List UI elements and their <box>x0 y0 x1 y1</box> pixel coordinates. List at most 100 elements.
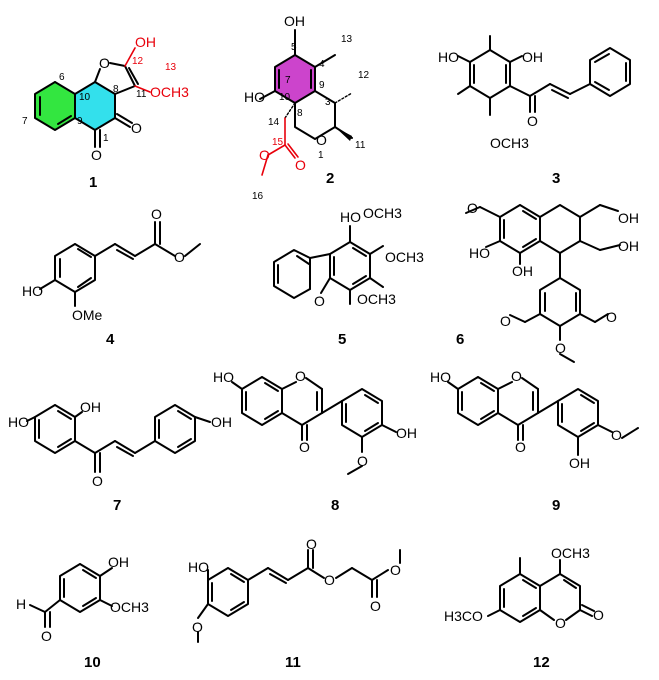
c3-oh: OH <box>522 49 543 65</box>
c10-aldehyde-h: H <box>16 596 26 612</box>
compound-8: HO O O OH O 8 <box>213 368 417 514</box>
c8-ho: HO <box>213 369 234 385</box>
c2-num-1: 1 <box>318 150 324 161</box>
c1-ketone-o1: O <box>91 147 102 163</box>
compound-id-8: 8 <box>331 497 339 514</box>
c2-ester-o1: O <box>259 147 270 163</box>
compound-id-6: 6 <box>456 331 464 348</box>
compound-id-10: 10 <box>84 654 101 671</box>
c11-carbonyl-o2: O <box>370 598 381 614</box>
compound-id-2: 2 <box>326 170 334 187</box>
compound-id-1: 1 <box>89 174 97 191</box>
c6-o-right: O <box>606 309 617 325</box>
c5-ho: HO <box>340 209 361 225</box>
compound-2: OH HO O O O 5 13 4 12 9 3 7 10 8 14 1 11… <box>244 13 370 202</box>
c5-och3-3: OCH3 <box>357 291 396 307</box>
c7-oh-1: OH <box>80 399 101 415</box>
c11-methoxy-o: O <box>192 619 203 635</box>
c2-num-4: 4 <box>319 59 325 70</box>
c2-num-8: 8 <box>297 108 303 119</box>
c5-och3-1: OCH3 <box>363 205 402 221</box>
c3-ho: HO <box>438 49 459 65</box>
c10-aldehyde-o: O <box>41 628 52 644</box>
c6-o-bottom: O <box>555 340 566 356</box>
c2-num-16: 16 <box>252 191 264 202</box>
c2-num-9: 9 <box>319 80 325 91</box>
c2-num-13: 13 <box>341 34 353 45</box>
compound-id-11: 11 <box>285 654 301 671</box>
compound-id-12: 12 <box>533 654 550 671</box>
c8-ring-o: O <box>295 368 306 384</box>
c10-och3: OCH3 <box>110 599 149 615</box>
compound-10: OH H OCH3 O 10 <box>16 554 149 671</box>
c1-num-9: 9 <box>77 116 83 127</box>
c9-oh: OH <box>569 455 590 471</box>
c2-ho-left: HO <box>244 89 265 105</box>
c1-ketone-o2: O <box>131 120 142 136</box>
c10-oh: OH <box>108 554 129 570</box>
c2-ring-o: O <box>316 132 327 148</box>
c1-num-11: 11 <box>136 89 147 100</box>
c3-ketone-o: O <box>527 113 538 129</box>
c5-och3-2: OCH3 <box>385 249 424 265</box>
compound-4: O O HO OMe 4 <box>22 206 201 348</box>
c9-ho: HO <box>430 369 451 385</box>
c1-num-13: 13 <box>165 62 177 73</box>
c11-ho: HO <box>188 559 209 575</box>
c1-num-7: 7 <box>22 116 28 127</box>
c7-oh-2: OH <box>211 414 232 430</box>
compound-id-4: 4 <box>106 331 115 348</box>
c11-carbonyl-o1: O <box>306 536 317 552</box>
c2-num-15: 15 <box>272 137 284 148</box>
c6-oh-2: OH <box>618 210 639 226</box>
compound-id-7: 7 <box>113 497 121 514</box>
c6-o-top: O <box>467 200 478 216</box>
c12-ring-o: O <box>555 615 566 631</box>
c1-num-1: 1 <box>103 133 109 144</box>
c6-o-left: O <box>500 313 511 329</box>
compound-id-3: 3 <box>552 170 560 187</box>
c4-ome: OMe <box>72 307 103 323</box>
compound-id-5: 5 <box>338 331 346 348</box>
c2-ester-o2: O <box>295 157 306 173</box>
c2-num-14: 14 <box>268 117 280 128</box>
c9-ketone-o: O <box>515 439 526 455</box>
c2-num-3: 3 <box>325 97 331 108</box>
c3-och3: OCH3 <box>490 135 529 151</box>
c11-ester-o2: O <box>390 562 401 578</box>
compound-5: HO OCH3 OCH3 OCH3 O 5 <box>273 205 424 348</box>
c1-och3: OCH3 <box>150 84 189 100</box>
c6-oh-1: OH <box>512 263 533 279</box>
c1-num-6: 6 <box>59 72 65 83</box>
c9-ring-o: O <box>511 368 522 384</box>
c8-methoxy-o: O <box>357 453 368 469</box>
c2-num-5: 5 <box>291 42 297 53</box>
compound-11: HO O O O O O 11 <box>188 536 401 671</box>
c2-oh-top: OH <box>284 13 305 29</box>
c7-ho: HO <box>8 414 29 430</box>
c1-num-10: 10 <box>79 92 91 103</box>
magenta-ring-2 <box>275 55 315 103</box>
c8-oh: OH <box>396 425 417 441</box>
green-ring-1 <box>35 82 75 130</box>
c2-num-12: 12 <box>358 70 370 81</box>
c8-ketone-o: O <box>299 439 310 455</box>
c11-ester-o1: O <box>324 572 335 588</box>
c7-ketone-o: O <box>92 473 103 489</box>
c2-num-7: 7 <box>285 75 291 86</box>
c12-och3: OCH3 <box>551 545 590 561</box>
compound-3: HO OH O OCH3 3 <box>438 35 631 187</box>
c1-num-8: 8 <box>113 84 119 95</box>
c4-ho: HO <box>22 283 43 299</box>
cyan-ring-1 <box>75 82 115 130</box>
c4-carbonyl-o: O <box>151 206 162 222</box>
compound-7: HO OH OH O 7 <box>8 399 232 514</box>
c5-furan-o: O <box>314 293 325 309</box>
c1-oh: OH <box>135 34 156 50</box>
c12-carbonyl-o: O <box>593 607 604 623</box>
c4-ester-o: O <box>174 249 185 265</box>
c1-ring-o: O <box>99 55 110 71</box>
c6-oh-3: OH <box>618 238 639 254</box>
c6-ho: HO <box>469 245 490 261</box>
